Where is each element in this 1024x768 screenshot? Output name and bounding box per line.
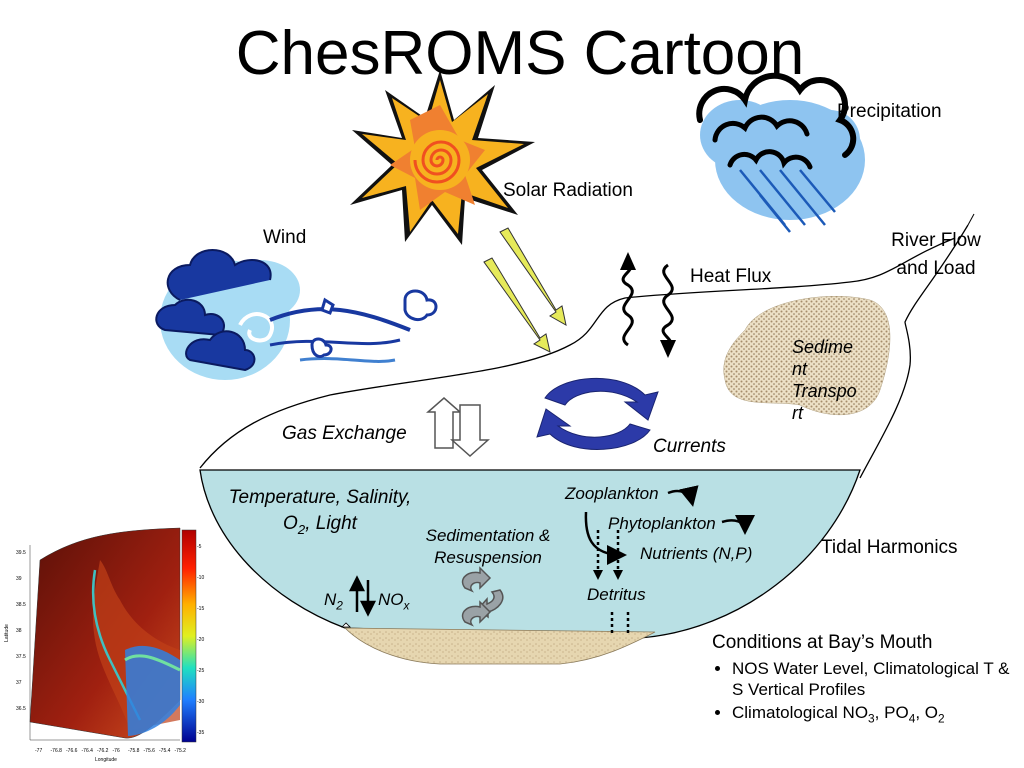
n2-nox-arrows [348,575,377,617]
precipitation-label: Precipitation [837,101,942,122]
wind-icon [155,249,438,380]
nox-label: NOx [378,590,409,612]
sediment-transport-line: Sedime [792,337,854,357]
n2-label: N2 [324,590,343,612]
temperature-salinity-line2: O2, Light [200,511,440,543]
inset-map [4,527,200,765]
conditions-item-nutrients: Climatological NO3, PO4, O2 [732,702,1012,729]
currents-icon [536,378,659,450]
sediment-bed [344,627,656,665]
no3-base: Climatological NO [732,703,869,722]
wind-label: Wind [263,227,307,248]
gas-exchange-arrows [426,397,490,458]
phytoplankton-label: Phytoplankton [608,514,716,533]
inset-colorbar-tick: -15 [197,606,205,612]
inset-y-tick: 38 [16,628,22,634]
heat-flux-label: Heat Flux [690,266,772,287]
land-outline [199,237,956,469]
solar-radiation-arrows [483,227,567,353]
light-suffix: , Light [305,513,357,534]
tidal-harmonics-label: Tidal Harmonics [821,537,958,558]
inset-x-tick: -75.8 [128,748,140,754]
inset-x-tick: -76.2 [97,748,109,754]
biogeochem-arrows [584,485,755,565]
inset-colorbar-tick: -25 [197,668,205,674]
river-flow-line2: and Load [896,258,976,279]
inset-x-tick: -76.4 [81,748,93,754]
sediment-transport-area [723,296,891,415]
solar-radiation-label: Solar Radiation [503,180,633,201]
precipitation-cloud-icon [696,72,865,233]
inset-x-tick: -76.8 [50,748,62,754]
inset-colorbar [181,529,197,743]
no3-sub: 3 [868,711,875,726]
page-title: ChesROMS Cartoon [235,19,805,88]
n2-base: N [324,590,337,609]
inset-y-tick: 39.5 [16,550,26,556]
inset-x-tick: -77 [35,748,43,754]
inset-x-tick: -75.6 [143,748,155,754]
nox-base: NO [378,590,404,609]
sediment-transport-line: Transpo [792,381,857,401]
o2-cond-sub: 2 [937,711,945,726]
sediment-transport-line: nt [792,359,808,379]
heat-flux-arrows [620,252,676,358]
inset-ylabel: Latitude [3,624,10,642]
conditions-heading: Conditions at Bay’s Mouth [712,632,933,653]
sediment-transport-line: rt [792,403,803,423]
sedimentation-line1: Sedimentation & [425,526,551,545]
temperature-salinity-line1: Temperature, Salinity, [228,487,412,508]
n2-sub: 2 [336,598,343,613]
sun-icon [350,70,535,245]
inset-y-tick: 37.5 [16,654,26,660]
po4-sub: 4 [908,711,916,726]
detritus-dotted-arrows [596,530,630,633]
o2-sub: 2 [297,521,306,537]
inset-x-tick: -76 [112,748,120,754]
inset-y-tick: 38.5 [16,602,26,608]
inset-x-tick: -75.4 [159,748,171,754]
po4-base: , PO [874,703,909,722]
river-flow-label: River Flow and Load [876,227,996,283]
zooplankton-label: Zooplankton [565,484,659,503]
sedimentation-label: Sedimentation & Resuspension [406,525,570,569]
inset-colorbar-tick: -5 [197,544,202,550]
inset-colorbar-tick: -30 [197,699,205,705]
river-flow-line1: River Flow [891,230,981,251]
inset-colorbar-tick: -10 [197,575,205,581]
inset-y-tick: 36.5 [16,706,26,712]
sedimentation-line2: Resuspension [434,548,542,567]
currents-label: Currents [653,436,726,457]
conditions-list: NOS Water Level, Climatological T & S Ve… [712,658,1012,729]
nox-sub: x [403,598,410,613]
conditions-box: Conditions at Bay’s Mouth NOS Water Leve… [712,632,1012,731]
inset-colorbar-tick: -20 [197,637,205,643]
land-outline-east [859,224,969,479]
inset-xlabel: Longitude [95,757,117,763]
gas-exchange-label: Gas Exchange [282,423,407,444]
resuspension-arrows [461,566,504,627]
o2-base: O [283,513,298,534]
temperature-salinity-label: Temperature, Salinity, O2, Light [200,485,440,543]
inset-colorbar-tick: -35 [197,730,205,736]
conditions-item-water-level: NOS Water Level, Climatological T & S Ve… [732,658,1012,700]
inset-y-tick: 37 [16,680,22,686]
inset-x-tick: -75.2 [174,748,186,754]
o2-cond-base: , O [915,703,938,722]
nutrients-label: Nutrients (N,P) [640,544,753,563]
inset-y-tick: 39 [16,576,22,582]
inset-x-tick: -76.6 [66,748,78,754]
detritus-label: Detritus [587,585,646,604]
